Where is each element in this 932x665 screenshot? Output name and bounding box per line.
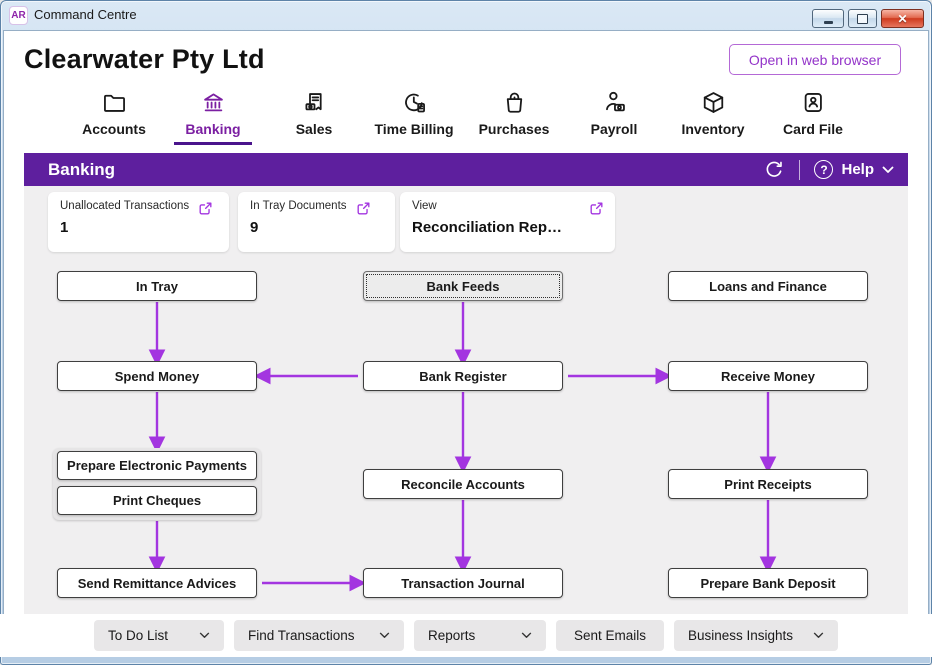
button-label: To Do List bbox=[108, 628, 169, 643]
section-title: Banking bbox=[48, 159, 116, 179]
flow-button-receive-money[interactable]: Receive Money bbox=[668, 361, 868, 391]
flow-button-loans-and-finance[interactable]: Loans and Finance bbox=[668, 271, 868, 301]
card-title: Unallocated Transactions bbox=[60, 200, 190, 212]
help-menu[interactable]: ? Help bbox=[814, 160, 894, 179]
tab-time-billing[interactable]: Time Billing bbox=[364, 87, 464, 137]
folder-icon bbox=[64, 87, 164, 117]
tab-label: Payroll bbox=[590, 121, 638, 137]
tab-banking[interactable]: Banking bbox=[163, 87, 263, 145]
button-label: Business Insights bbox=[688, 628, 794, 643]
tab-label: Card File bbox=[783, 121, 843, 137]
chevron-down-icon bbox=[521, 632, 532, 638]
find-transactions-button[interactable]: Find Transactions bbox=[234, 620, 404, 651]
external-link-icon bbox=[357, 202, 370, 215]
refresh-button[interactable] bbox=[763, 159, 785, 181]
tab-label: Banking bbox=[185, 121, 241, 137]
tab-accounts[interactable]: Accounts bbox=[64, 87, 164, 137]
card-value: 1 bbox=[60, 219, 69, 236]
section-header-bar: Banking ? Help bbox=[24, 153, 908, 186]
sent-emails-button[interactable]: Sent Emails bbox=[556, 620, 664, 651]
shopping-bag-icon bbox=[464, 87, 564, 117]
person-cash-icon bbox=[564, 87, 664, 117]
clock-icon bbox=[364, 87, 464, 117]
refresh-icon bbox=[767, 161, 783, 177]
card-view-reconciliation-report[interactable]: View Reconciliation Rep… bbox=[400, 192, 615, 252]
flow-button-transaction-journal[interactable]: Transaction Journal bbox=[363, 568, 563, 598]
company-name: Clearwater Pty Ltd bbox=[24, 44, 265, 74]
tab-label: Time Billing bbox=[374, 121, 454, 137]
card-in-tray-documents[interactable]: In Tray Documents 9 bbox=[238, 192, 395, 252]
box-icon bbox=[663, 87, 763, 117]
flow-button-in-tray[interactable]: In Tray bbox=[57, 271, 257, 301]
tab-sales[interactable]: Sales bbox=[264, 87, 364, 137]
flow-button-bank-feeds[interactable]: Bank Feeds bbox=[363, 271, 563, 301]
external-link-icon bbox=[199, 202, 212, 215]
window-title: Command Centre bbox=[34, 7, 137, 22]
tab-payroll[interactable]: Payroll bbox=[564, 87, 664, 137]
flow-button-reconcile-accounts[interactable]: Reconcile Accounts bbox=[363, 469, 563, 499]
button-label: Reports bbox=[428, 628, 476, 643]
minimize-button[interactable] bbox=[812, 9, 844, 28]
tab-label: Sales bbox=[295, 121, 333, 137]
chevron-down-icon bbox=[813, 632, 824, 638]
flow-button-prepare-bank-deposit[interactable]: Prepare Bank Deposit bbox=[668, 568, 868, 598]
card-value: Reconciliation Rep… bbox=[412, 219, 563, 236]
help-icon: ? bbox=[814, 160, 834, 179]
receipt-cash-icon bbox=[264, 87, 364, 117]
minimize-icon bbox=[823, 20, 833, 24]
footer-bar: To Do List Find Transactions Reports Sen… bbox=[0, 614, 932, 657]
app-logo-icon: AR bbox=[9, 6, 28, 25]
chevron-down-icon bbox=[199, 632, 210, 638]
reports-button[interactable]: Reports bbox=[414, 620, 546, 651]
maximize-button[interactable] bbox=[848, 9, 877, 28]
tab-purchases[interactable]: Purchases bbox=[464, 87, 564, 137]
card-title: In Tray Documents bbox=[250, 200, 347, 212]
close-button[interactable]: ✕ bbox=[881, 9, 924, 28]
chevron-down-icon bbox=[379, 632, 390, 638]
tab-label: Accounts bbox=[82, 121, 146, 137]
flow-group-payments: Prepare Electronic Payments Print Cheque… bbox=[53, 448, 261, 520]
close-icon: ✕ bbox=[897, 11, 908, 26]
external-link-icon bbox=[590, 202, 603, 215]
to-do-list-button[interactable]: To Do List bbox=[94, 620, 224, 651]
card-title: View bbox=[412, 200, 437, 212]
tab-inventory[interactable]: Inventory bbox=[663, 87, 763, 137]
flow-button-print-cheques[interactable]: Print Cheques bbox=[57, 486, 257, 515]
contact-card-icon bbox=[763, 87, 863, 117]
bank-icon bbox=[163, 87, 263, 117]
tab-label: Inventory bbox=[681, 121, 745, 137]
card-unallocated-transactions[interactable]: Unallocated Transactions 1 bbox=[48, 192, 229, 252]
flow-button-send-remittance-advices[interactable]: Send Remittance Advices bbox=[57, 568, 257, 598]
maximize-icon bbox=[857, 13, 868, 24]
flow-button-prepare-electronic-payments[interactable]: Prepare Electronic Payments bbox=[57, 451, 257, 480]
help-label: Help bbox=[841, 161, 874, 178]
divider bbox=[799, 159, 801, 180]
button-label: Find Transactions bbox=[248, 628, 355, 643]
card-value: 9 bbox=[250, 219, 259, 236]
tab-label: Purchases bbox=[478, 121, 550, 137]
flowchart-area: Unallocated Transactions 1 In Tray Docum… bbox=[24, 186, 908, 614]
flow-button-bank-register[interactable]: Bank Register bbox=[363, 361, 563, 391]
chevron-down-icon bbox=[882, 166, 894, 173]
tab-card-file[interactable]: Card File bbox=[763, 87, 863, 137]
flow-button-print-receipts[interactable]: Print Receipts bbox=[668, 469, 868, 499]
flow-button-spend-money[interactable]: Spend Money bbox=[57, 361, 257, 391]
button-label: Sent Emails bbox=[573, 628, 647, 643]
title-bar[interactable]: AR Command Centre ✕ bbox=[0, 0, 932, 30]
open-in-web-browser-button[interactable]: Open in web browser bbox=[729, 44, 901, 75]
business-insights-button[interactable]: Business Insights bbox=[674, 620, 838, 651]
